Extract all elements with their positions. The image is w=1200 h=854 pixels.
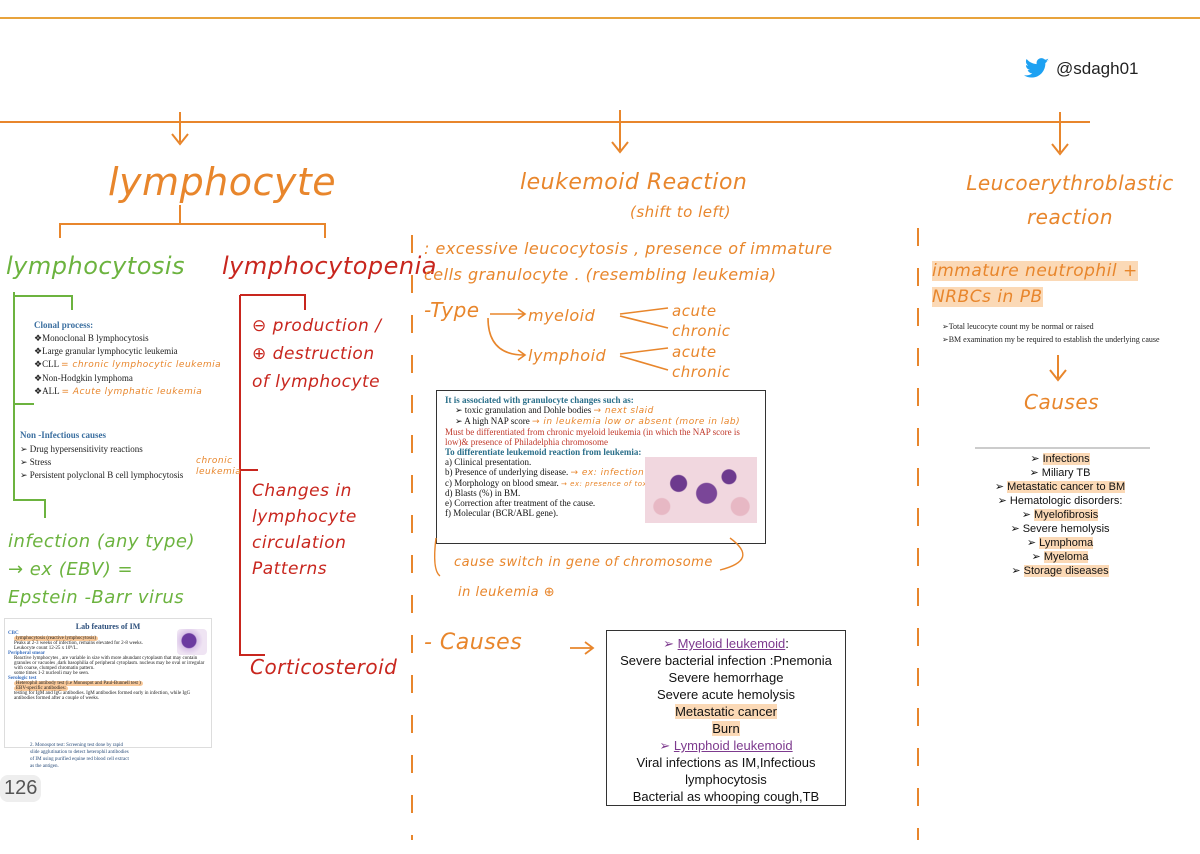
non-infectious-item: ➢ Persistent polyclonal B cell lymphocyt… bbox=[20, 470, 184, 480]
clonal-process-block: Clonal process: ❖Monoclonal B lymphocyto… bbox=[34, 320, 234, 399]
clonal-item: ❖ALL = Acute lymphatic leukemia bbox=[34, 386, 203, 397]
leukemoid-subtitle: (shift to left) bbox=[630, 203, 732, 221]
granulocyte-box-title: It is associated with granulocyte change… bbox=[445, 395, 634, 405]
clonal-process-title: Clonal process: bbox=[34, 320, 94, 330]
leukemoid-lymphoid: lymphoid bbox=[528, 346, 607, 365]
leukemoid-definition: : excessive leucocytosis , presence of i… bbox=[424, 239, 833, 284]
myeloid-chronic: chronic bbox=[672, 322, 731, 340]
top-divider bbox=[0, 17, 1200, 19]
twitter-bird-icon bbox=[1024, 58, 1049, 78]
non-infectious-item: ➢ Drug hypersensitivity reactions bbox=[20, 444, 143, 454]
myeloid-acute: acute bbox=[672, 302, 717, 320]
leucoerythroblastic-causes-list: ➢ Infections ➢ Miliary TB ➢ Metastatic c… bbox=[994, 453, 1126, 577]
lab-features-box: Lab features of IM CBC lymphocytosis (re… bbox=[4, 618, 212, 748]
leucoerythroblastic-title: Leucoerythroblastic reaction bbox=[966, 171, 1174, 229]
leukemoid-causes-box: ➢ Myeloid leukemoid: Severe bacterial in… bbox=[606, 630, 846, 806]
lab-smear-label: Peripheral smear bbox=[8, 651, 46, 656]
lymphoid-leukemoid-title: Lymphoid leukemoid bbox=[673, 738, 793, 753]
lymphoid-chronic: chronic bbox=[672, 363, 731, 381]
clonal-item: ❖Large granular lymphocytic leukemia bbox=[34, 346, 178, 356]
causes-arrow bbox=[570, 641, 595, 655]
cml-difference-text: Must be differentiated from chronic myel… bbox=[445, 427, 740, 447]
granulocyte-changes-box: It is associated with granulocyte change… bbox=[436, 390, 766, 544]
leukemoid-causes-label: - Causes bbox=[424, 630, 523, 655]
chromosome-switch-note: cause switch in gene of chromosome bbox=[454, 555, 713, 570]
in-leukemia-note: in leukemia ⊕ bbox=[458, 585, 556, 600]
leukemoid-title: leukemoid Reaction bbox=[520, 170, 748, 195]
type-arrows bbox=[487, 307, 669, 371]
lymphocytopenia-cause-production: ⊖ production / ⊕ destruction of lymphocy… bbox=[252, 316, 382, 392]
lymphocytopenia-cause-circulation: Changes in lymphocyte circulation Patter… bbox=[252, 481, 357, 579]
infection-note: infection (any type) → ex (EBV) = Epstei… bbox=[8, 531, 195, 608]
twitter-handle[interactable]: @sdagh01 bbox=[1024, 58, 1139, 80]
leucoerythroblastic-causes-label: Causes bbox=[1024, 390, 1100, 414]
myeloid-leukemoid-title: Myeloid leukemoid bbox=[677, 636, 786, 651]
lymphoid-acute: acute bbox=[672, 343, 717, 361]
note-curve-arrows bbox=[433, 537, 744, 577]
lab-sero-label: Serologic test bbox=[8, 676, 37, 681]
non-infectious-block: Non -Infectious causes ➢ Drug hypersensi… bbox=[20, 430, 220, 482]
blood-smear-image bbox=[645, 457, 757, 523]
leucoerythroblastic-notes: ➢Total leucocyte count my be normal or r… bbox=[942, 322, 1160, 344]
lymphocytopenia-cause-corticosteroid: Corticosteroid bbox=[250, 655, 398, 679]
leukemoid-myeloid: myeloid bbox=[528, 306, 596, 325]
clonal-item: ❖CLL = chronic lymphocytic leukemia bbox=[34, 359, 222, 370]
leucoerythroblastic-definition: immature neutrophil + NRBCs in PB bbox=[932, 261, 1138, 307]
lymphocyte-title: lymphocyte bbox=[108, 160, 337, 204]
clonal-item: ❖Monoclonal B lymphocytosis bbox=[34, 333, 149, 343]
lab-features-title: Lab features of IM bbox=[75, 622, 141, 631]
lymphocytosis-title: lymphocytosis bbox=[6, 252, 186, 280]
clonal-item: ❖Non-Hodgkin lymphoma bbox=[34, 373, 133, 383]
lymphocytopenia-title: lymphocytopenia bbox=[222, 252, 437, 280]
monospot-note: 2. Monospot test: Screening test done by… bbox=[30, 743, 129, 769]
lab-cbc-label: CBC bbox=[8, 631, 19, 636]
lab-cell-image bbox=[177, 629, 207, 655]
page-number: 126 bbox=[0, 775, 42, 802]
chronic-leukemia-note: chronic leukemia bbox=[196, 456, 242, 477]
differentiate-title: To differentiate leukemoid reaction from… bbox=[445, 447, 642, 457]
non-infectious-item: ➢ Stress bbox=[20, 457, 52, 467]
non-infectious-title: Non -Infectious causes bbox=[20, 430, 107, 440]
leukemoid-type-label: -Type bbox=[424, 298, 480, 322]
twitter-handle-text: @sdagh01 bbox=[1056, 59, 1139, 78]
